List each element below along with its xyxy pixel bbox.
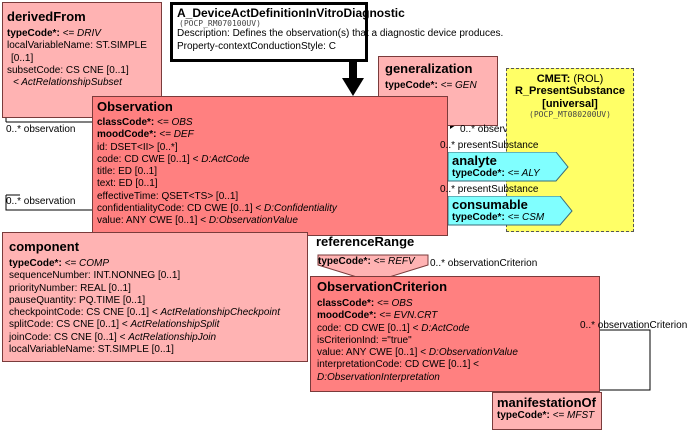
observation-attr: id: DSET<II> [0..*]	[97, 141, 178, 153]
component-typecode: typeCode*: <= COMP	[9, 258, 110, 269]
referencerange-box: referenceRange	[312, 234, 428, 258]
diagram-description: Description: Defines the observation(s) …	[177, 28, 504, 40]
component-attr: pauseQuantity: PQ.TIME [0..1]	[9, 294, 146, 306]
criterion-attr: interpretationCode: CD CWE [0..1] <	[317, 359, 480, 371]
consumable-typecode: typeCode*: <= CSM	[452, 212, 545, 223]
observation-moodcode: moodCode*: <= DEF	[97, 129, 194, 141]
manifestationof-typecode: typeCode*: <= MFST	[497, 410, 595, 421]
observation-attr: value: ANY CWE [0..1] < D:ObservationVal…	[97, 215, 298, 227]
component-cardinality: 0..* observation	[6, 196, 76, 207]
analyte-typecode: typeCode*: <= ALY	[452, 168, 540, 179]
criterion-moodcode: moodCode*: <= EVN.CRT	[317, 310, 438, 322]
title-arrow-shaft	[349, 60, 357, 80]
title-arrow-head	[342, 78, 364, 96]
observationcriterion-title: ObservationCriterion	[317, 279, 448, 294]
criterion-attr: value: ANY CWE [0..1] < D:ObservationVal…	[317, 347, 518, 359]
criterion-classcode: classCode*: <= OBS	[317, 298, 413, 309]
consumable-shape	[448, 196, 573, 226]
observation-attr: title: ED [0..1]	[97, 166, 158, 178]
observation-box: Observation classCode*: <= OBS moodCode*…	[92, 96, 448, 236]
analyte-box: analyte typeCode*: <= ALY	[452, 153, 540, 180]
criterion-attr: D:ObservationInterpretation	[317, 371, 440, 383]
observation-attr: code: CD CWE [0..1] < D:ActCode	[97, 153, 250, 165]
cmet-id: (POCP_MT080200UV)	[529, 109, 611, 119]
observation-classcode: classCode*: <= OBS	[97, 117, 193, 128]
cmet-name: R_PresentSubstance	[514, 85, 626, 98]
component-attr: splitCode: CS CNE [0..1] < ActRelationsh…	[9, 319, 220, 331]
component-attr: localVariableName: ST.SIMPLE [0..1]	[9, 344, 174, 356]
observation-attr: text: ED [0..1]	[97, 178, 158, 190]
component-attr: checkpointCode: CS CNE [0..1] < ActRelat…	[9, 307, 280, 319]
component-attr: sequenceNumber: INT.NONNEG [0..1]	[9, 270, 181, 282]
analyte-title: analyte	[452, 153, 497, 168]
derivedfrom-typecode: typeCode*: <= DRIV	[7, 28, 101, 39]
manifestationof-cardinality: 0..* observationCriterion	[580, 320, 688, 331]
consumable-box: consumable typeCode*: <= CSM	[452, 197, 544, 224]
referencerange-typecode: typeCode*: <= REFV	[318, 256, 415, 267]
component-line	[5, 195, 92, 211]
criterion-attr: code: CD CWE [0..1] < D:ActCode	[317, 322, 470, 334]
cmet-scope: [universal]	[542, 97, 598, 110]
observation-attr: confidentialityCode: CD CWE [0..1] < D:C…	[97, 203, 337, 215]
manifestationof-title: manifestationOf	[497, 395, 596, 410]
generalization-title: generalization	[385, 61, 473, 76]
component-attr: joinCode: CS CNE [0..1] < ActRelationshi…	[9, 331, 217, 343]
derivedfrom-attr: < ActRelationshipSubset	[13, 77, 122, 89]
component-box: component typeCode*: <= COMP sequenceNum…	[2, 232, 308, 362]
diagram-title: A_DeviceActDefinitionInVitroDiagnostic	[177, 6, 405, 20]
referencerange-cardinality: 0..* observationCriterion	[430, 258, 538, 269]
observation-attr: effectiveTime: QSET<TS> [0..1]	[97, 190, 239, 202]
generalization-typecode: typeCode*: <= GEN	[385, 80, 477, 91]
analyte-cardinality: 0..* presentSubstance	[440, 140, 539, 151]
diagram-style: Property-contextConductionStyle: C	[177, 40, 336, 52]
derivedfrom-title: derivedFrom	[7, 9, 86, 24]
manifestationof-box: manifestationOf typeCode*: <= MFST	[492, 392, 602, 430]
criterion-attr: isCriterionInd: ="true"	[317, 334, 412, 346]
component-attr: priorityNumber: REAL [0..1]	[9, 282, 131, 294]
derivedfrom-attr: localVariableName: ST.SIMPLE	[7, 40, 147, 52]
referencerange-arrow	[317, 254, 429, 283]
consumable-cardinality: 0..* presentSubstance	[440, 184, 539, 195]
diagram-id: (POCP_RM070100UV)	[179, 19, 261, 29]
observationcriterion-box: ObservationCriterion classCode*: <= OBS …	[310, 276, 600, 392]
derivedfrom-attr: [0..1]	[11, 52, 34, 64]
observation-title: Observation	[97, 99, 173, 114]
component-title: component	[9, 239, 80, 254]
title-box: A_DeviceActDefinitionInVitroDiagnostic (…	[170, 2, 504, 62]
generalization-cardinality: 0..* observation	[460, 124, 530, 135]
cmet-header: CMET: (ROL)	[536, 73, 604, 85]
derivedfrom-attr: subsetCode: CS CNE [0..1]	[7, 64, 129, 76]
manifestationof-line	[600, 329, 651, 391]
analyte-shape	[448, 152, 569, 182]
consumable-title: consumable	[452, 197, 528, 212]
referencerange-title: referenceRange	[316, 234, 415, 249]
derivedfrom-cardinality: 0..* observation	[6, 124, 76, 135]
